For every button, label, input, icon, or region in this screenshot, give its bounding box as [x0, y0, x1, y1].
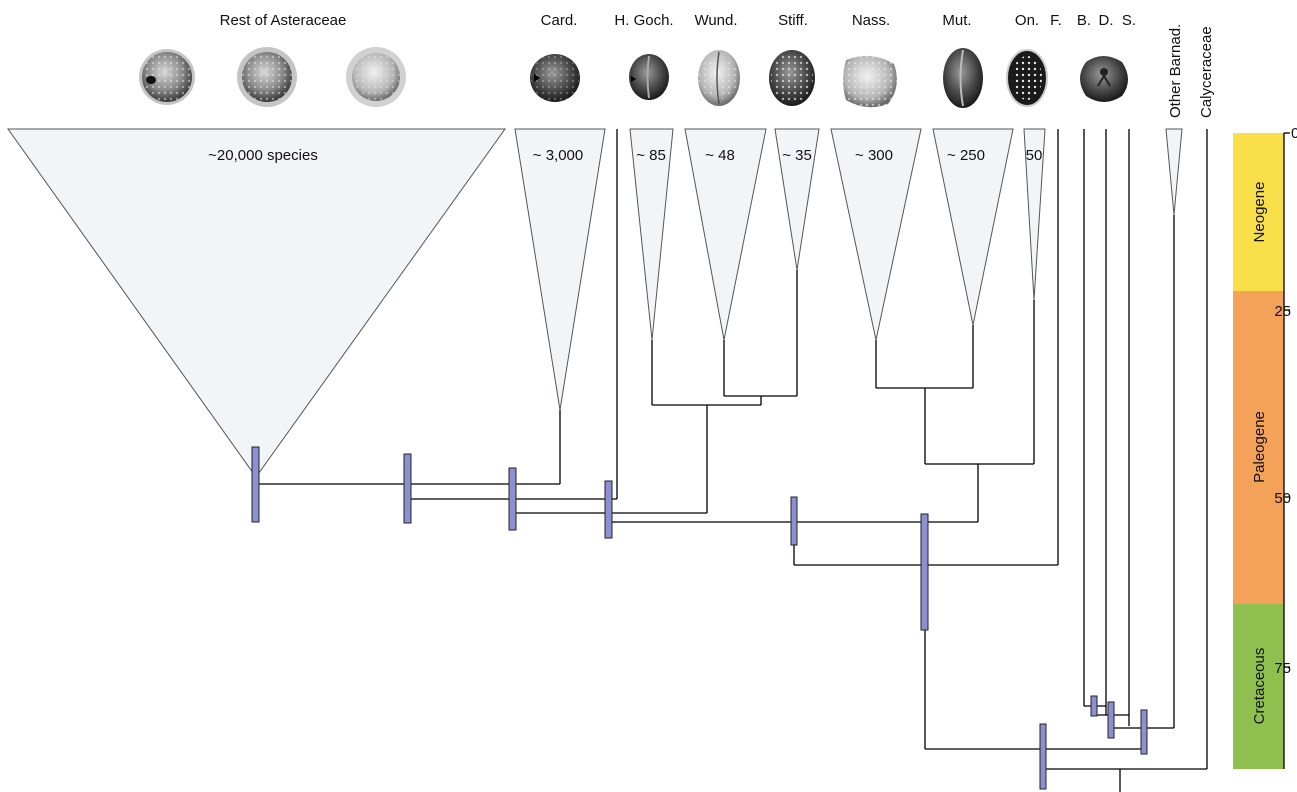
- count-card: ~ 3,000: [533, 147, 583, 164]
- pollen-wund-icon: [698, 50, 740, 106]
- count-onf: 50: [1026, 147, 1043, 164]
- label-card: Card.: [541, 12, 578, 29]
- error-bar: [921, 514, 928, 630]
- label-b: B.: [1077, 12, 1091, 29]
- error-bar: [1108, 702, 1114, 738]
- label-wund: Wund.: [694, 12, 737, 29]
- error-bar: [252, 447, 259, 522]
- label-calyceraceae: Calyceraceae: [1198, 26, 1215, 118]
- clade-triangle-rest: [8, 129, 505, 477]
- period-label-paleogene: Paleogene: [1251, 411, 1268, 483]
- pollen-mut-icon: [943, 48, 983, 108]
- error-bar: [404, 454, 411, 523]
- label-f: F.: [1050, 12, 1062, 29]
- label-mut: Mut.: [942, 12, 971, 29]
- label-nass: Nass.: [852, 12, 890, 29]
- pollen-hgoch-icon: [629, 54, 669, 100]
- label-stiff: Stiff.: [778, 12, 808, 29]
- tick-25: 25: [1274, 303, 1291, 320]
- error-bar: [1091, 696, 1097, 716]
- error-bar: [1141, 710, 1147, 754]
- tick-50: 50: [1274, 490, 1291, 507]
- count-hgoch: ~ 85: [636, 147, 666, 164]
- error-bar: [509, 468, 516, 530]
- pollen-stiff-icon: [769, 50, 815, 106]
- error-bar: [1040, 724, 1046, 789]
- pollen-rest-2-icon: [237, 47, 297, 107]
- clade-triangle-other-barnad: [1166, 129, 1182, 215]
- pollen-bds-icon: [1080, 56, 1128, 102]
- count-stiff: ~ 35: [782, 147, 812, 164]
- label-d: D.: [1099, 12, 1114, 29]
- pollen-rest-3-icon: [346, 47, 406, 107]
- clade-triangle-card: [515, 129, 605, 410]
- period-label-cretaceous: Cretaceous: [1251, 648, 1268, 725]
- error-bar: [791, 497, 797, 545]
- label-on: On.: [1015, 12, 1039, 29]
- label-other-barnad: Other Barnad.: [1167, 24, 1184, 118]
- label-hgoch: H. Goch.: [614, 12, 673, 29]
- pollen-on-icon: [1007, 50, 1047, 106]
- count-wund: ~ 48: [705, 147, 735, 164]
- label-s: S.: [1122, 12, 1136, 29]
- node-error-bars: [252, 447, 1147, 789]
- error-bar: [605, 481, 612, 538]
- count-nass: ~ 300: [855, 147, 893, 164]
- pollen-nass-icon: [843, 56, 897, 107]
- label-rest-of-asteraceae: Rest of Asteraceae: [220, 12, 347, 29]
- pollen-card-icon: [530, 54, 580, 102]
- tick-75: 75: [1274, 660, 1291, 677]
- tick-0: 0: [1291, 125, 1297, 142]
- geologic-timescale: Neogene Paleogene Cretaceous 0 25 50 75: [1233, 125, 1297, 769]
- pollen-rest-1-icon: [139, 49, 195, 105]
- count-mut: ~ 250: [947, 147, 985, 164]
- period-label-neogene: Neogene: [1251, 182, 1268, 243]
- count-rest: ~20,000 species: [208, 147, 318, 164]
